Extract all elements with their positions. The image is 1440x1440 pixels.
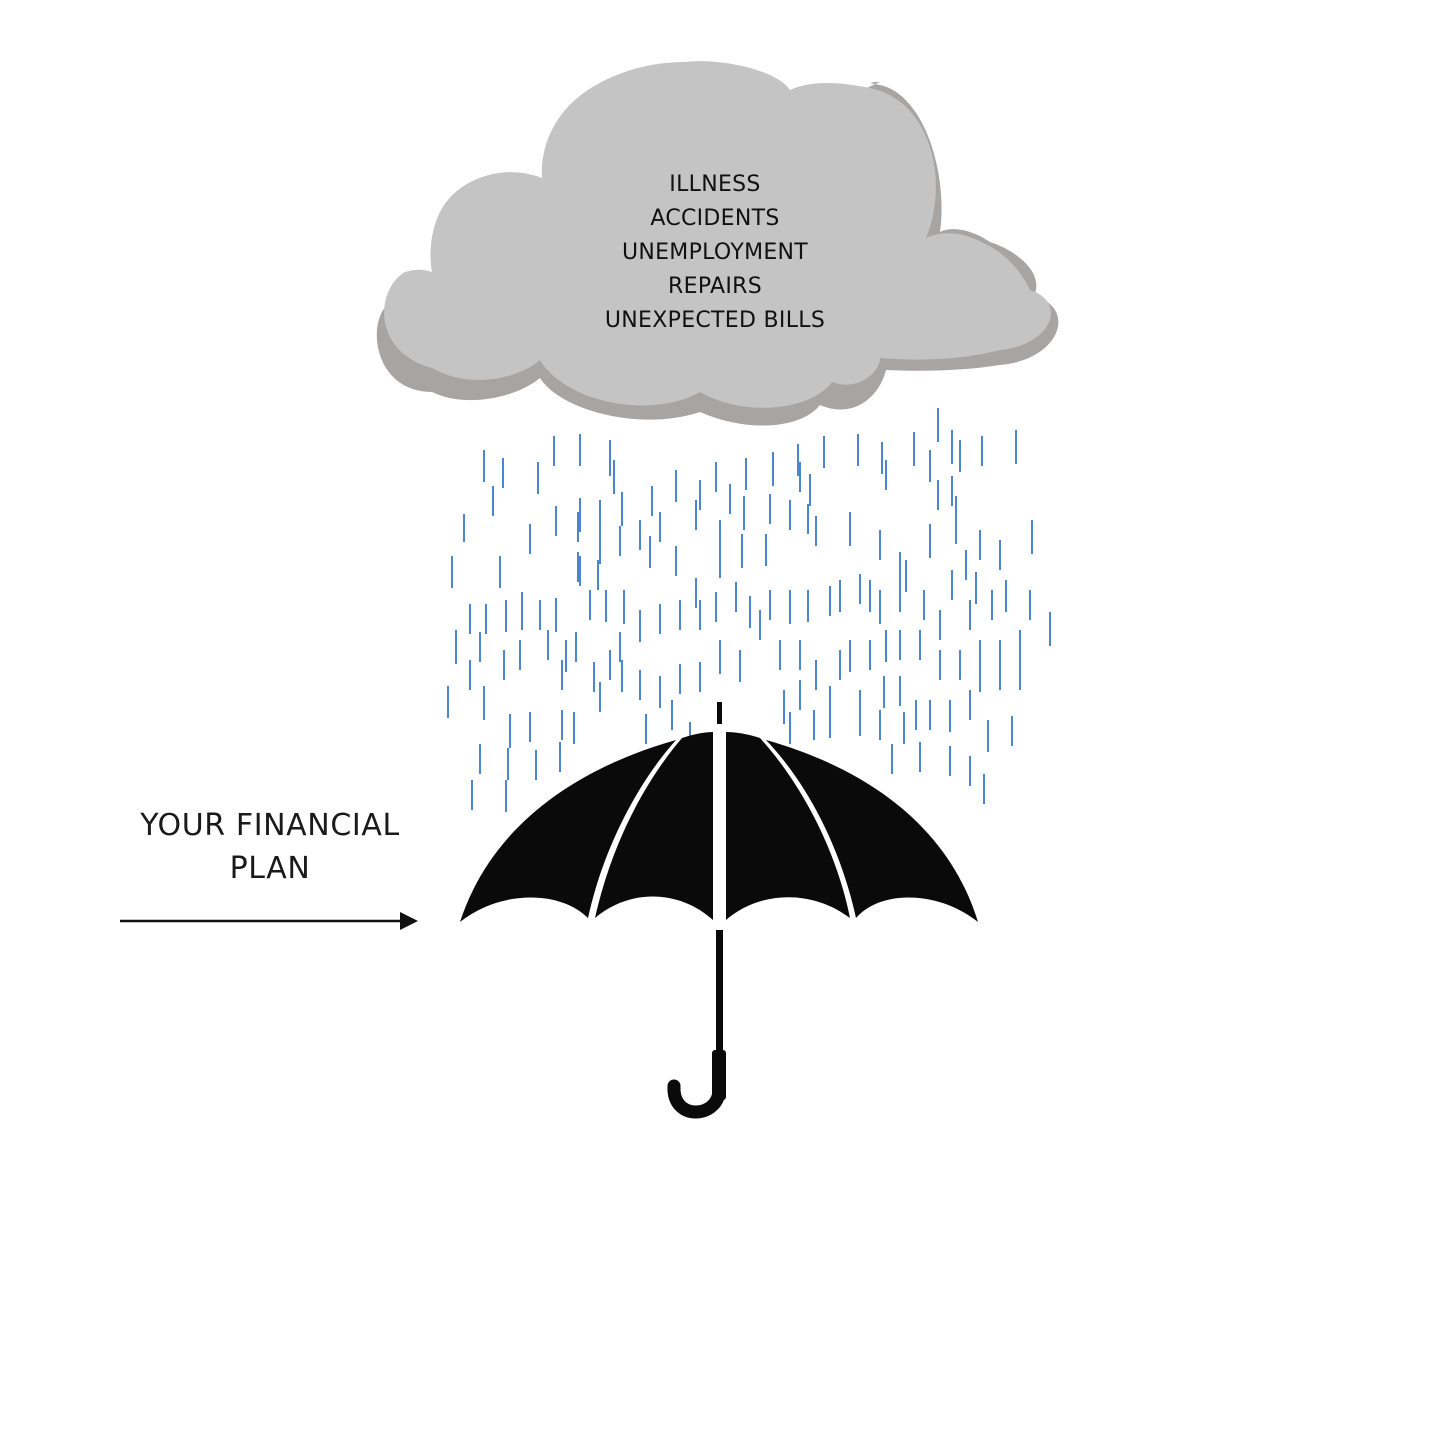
arrow-icon [120, 912, 418, 930]
umbrella-panel-right [766, 740, 978, 922]
umbrella-tip [717, 702, 722, 724]
cloud-body [384, 61, 1051, 408]
risk-illness: ILLNESS [669, 172, 761, 197]
financial-plan-label: YOUR FINANCIAL PLAN [100, 804, 440, 890]
label-line-1: YOUR FINANCIAL [140, 808, 400, 843]
umbrella-shaft [716, 930, 723, 1054]
umbrella-panel-left [460, 740, 676, 922]
cloud-risk-list: ILLNESS ACCIDENTS UNEMPLOYMENT REPAIRS U… [560, 168, 870, 338]
risk-unexpected-bills: UNEXPECTED BILLS [604, 308, 826, 333]
cloud-icon [376, 61, 1059, 426]
label-line-2: PLAN [229, 851, 311, 886]
arrow-head [400, 912, 418, 930]
umbrella-panel-center-right [726, 732, 850, 920]
umbrella-panel-center-left [595, 732, 713, 920]
umbrella-handle-hook [667, 1079, 726, 1119]
risk-accidents: ACCIDENTS [650, 206, 780, 231]
risk-repairs: REPAIRS [668, 274, 762, 299]
umbrella-icon [460, 702, 978, 1119]
risk-unemployment: UNEMPLOYMENT [621, 240, 809, 265]
